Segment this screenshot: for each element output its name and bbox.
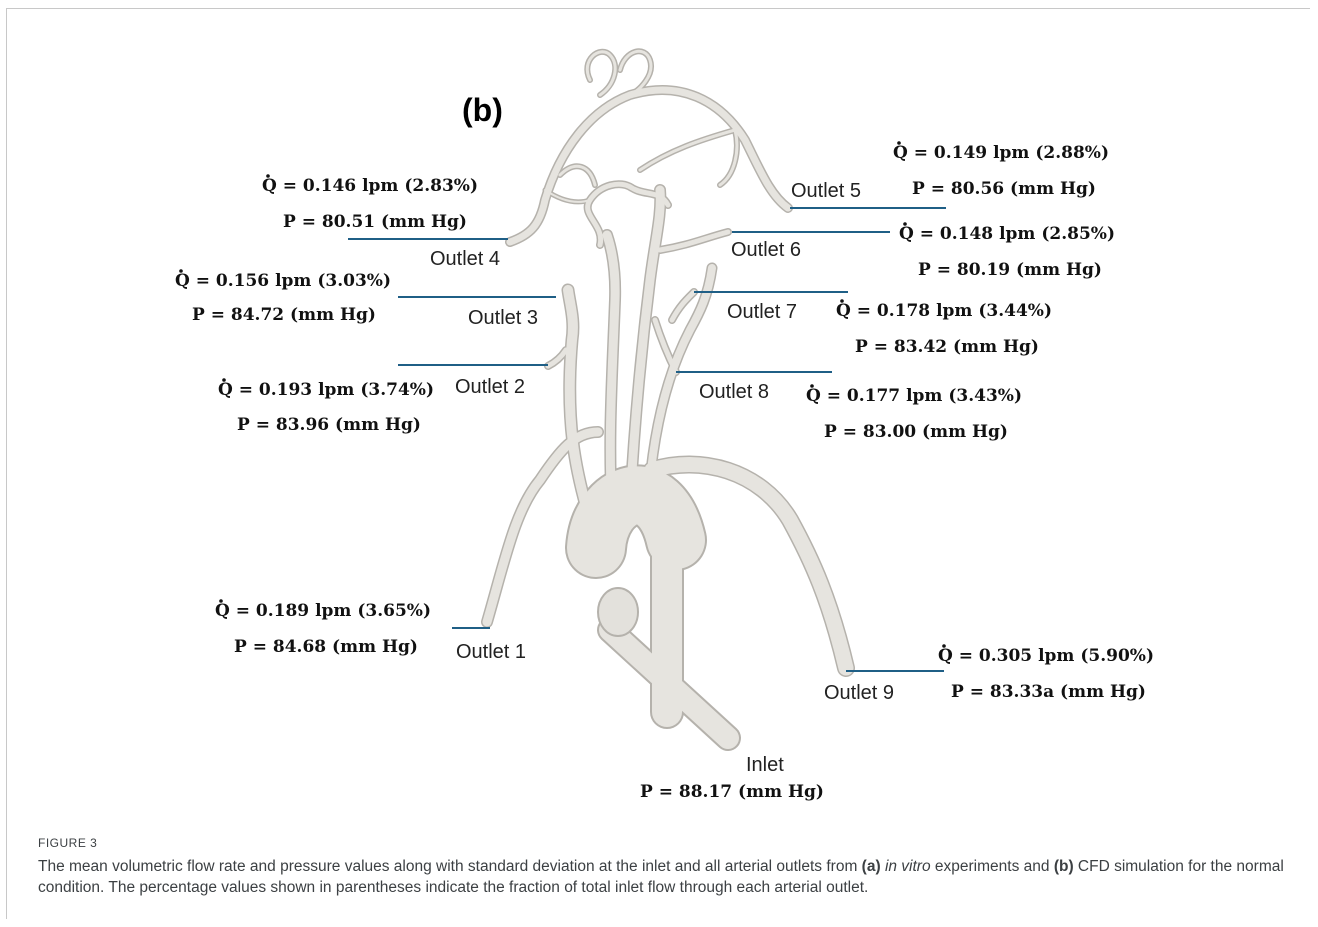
caption-text: The mean volumetric flow rate and pressu… bbox=[38, 856, 1300, 898]
outlet-1-label: Outlet 1 bbox=[456, 641, 526, 663]
outlet-5-label: Outlet 5 bbox=[791, 180, 861, 202]
outlet-4-flow: Q = 0.146 lpm (2.83%) bbox=[262, 176, 478, 196]
caption-a-marker: (a) bbox=[862, 858, 881, 875]
outlet-2-flow: Q = 0.193 lpm (3.74%) bbox=[218, 380, 434, 400]
vascular-model-illustration bbox=[487, 51, 846, 738]
inlet-pressure: P = 88.17 (mm Hg) bbox=[640, 782, 824, 802]
outlet-8-flow: Q = 0.177 lpm (3.43%) bbox=[806, 386, 1022, 406]
outlet-3-pressure: P = 84.72 (mm Hg) bbox=[192, 305, 376, 325]
cfd-figure: (b) Outlet 1 Outlet 2 Outlet 3 Outlet 4 … bbox=[0, 0, 1318, 820]
outlet-3-label: Outlet 3 bbox=[468, 307, 538, 329]
inlet-label: Inlet bbox=[746, 754, 784, 776]
outlet-9-label: Outlet 9 bbox=[824, 682, 894, 704]
caption-in-vitro: in vitro bbox=[885, 858, 931, 875]
figure-caption: FIGURE 3 The mean volumetric flow rate a… bbox=[38, 836, 1300, 898]
outlet-2-label: Outlet 2 bbox=[455, 376, 525, 398]
outlet-8-label: Outlet 8 bbox=[699, 381, 769, 403]
panel-label: (b) bbox=[462, 92, 503, 128]
outlet-5-pressure: P = 80.56 (mm Hg) bbox=[912, 179, 1096, 199]
outlet-7-pressure: P = 83.42 (mm Hg) bbox=[855, 337, 1039, 357]
outlet-9-flow: Q = 0.305 lpm (5.90%) bbox=[938, 646, 1154, 666]
outlet-6-pressure: P = 80.19 (mm Hg) bbox=[918, 260, 1102, 280]
outlet-2-pressure: P = 83.96 (mm Hg) bbox=[237, 415, 421, 435]
outlet-6-label: Outlet 6 bbox=[731, 239, 801, 261]
outlet-7-label: Outlet 7 bbox=[727, 301, 797, 323]
caption-part-1: The mean volumetric flow rate and pressu… bbox=[38, 858, 862, 875]
outlet-1-flow: Q = 0.189 lpm (3.65%) bbox=[215, 601, 431, 621]
outlet-6-flow: Q = 0.148 lpm (2.85%) bbox=[899, 224, 1115, 244]
outlet-3-flow: Q = 0.156 lpm (3.03%) bbox=[175, 271, 391, 291]
caption-b-marker: (b) bbox=[1054, 858, 1074, 875]
figure-number: FIGURE 3 bbox=[38, 836, 1300, 850]
outlet-7-flow: Q = 0.178 lpm (3.44%) bbox=[836, 301, 1052, 321]
caption-part-2: experiments and bbox=[931, 858, 1054, 875]
outlet-9-pressure: P = 83.33a (mm Hg) bbox=[951, 682, 1146, 702]
outlet-4-pressure: P = 80.51 (mm Hg) bbox=[283, 212, 467, 232]
outlet-5-flow: Q = 0.149 lpm (2.88%) bbox=[893, 143, 1109, 163]
outlet-4-label: Outlet 4 bbox=[430, 248, 500, 270]
outlet-1-pressure: P = 84.68 (mm Hg) bbox=[234, 637, 418, 657]
outlet-8-pressure: P = 83.00 (mm Hg) bbox=[824, 422, 1008, 442]
